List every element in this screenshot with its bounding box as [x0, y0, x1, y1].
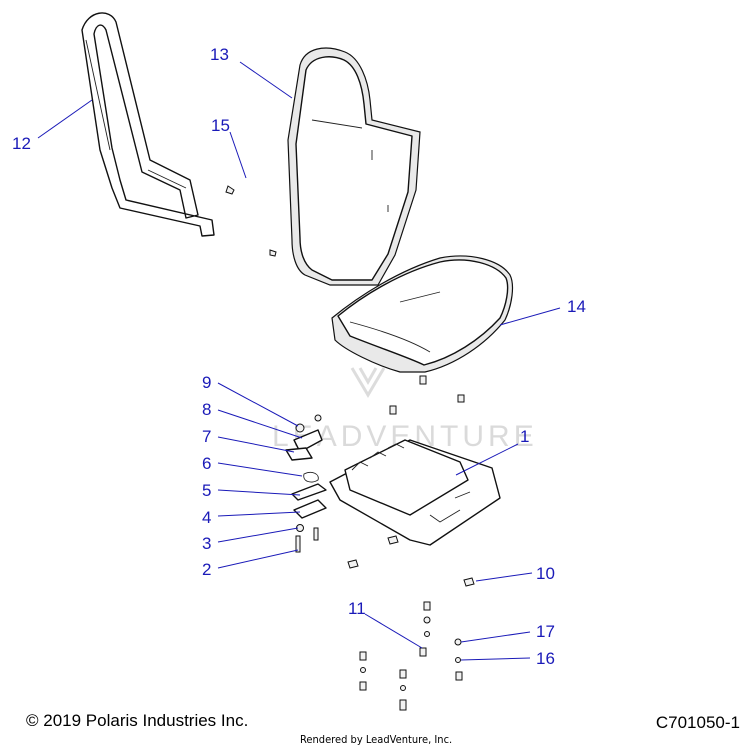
callout-4: 4: [202, 508, 211, 527]
part-14-seat-cushion: [331, 255, 514, 373]
callout-5: 5: [202, 481, 211, 500]
part-10-nut: [463, 577, 475, 587]
rendered-by-credit: Rendered by LeadVenture, Inc.: [300, 733, 453, 746]
part-1-seat-base: [329, 439, 501, 546]
part-6-spring: [303, 471, 319, 483]
part-17-washer: [454, 638, 462, 646]
copyright-notice: © 2019 Polaris Industries Inc.: [26, 711, 249, 730]
part-5-plate: [291, 483, 327, 501]
callout-12: 12: [12, 134, 31, 153]
callout-17: 17: [536, 622, 555, 641]
callout-9: 9: [202, 373, 211, 392]
part-13-seat-back: [287, 47, 421, 286]
callout-2: 2: [202, 560, 211, 579]
leader-lines: [37, 61, 561, 661]
callout-10: 10: [536, 564, 555, 583]
hardware-items: [225, 185, 475, 711]
callout-7: 7: [202, 427, 211, 446]
callout-16: 16: [536, 649, 555, 668]
part-12-frame: [81, 12, 215, 237]
part-7-lever: [285, 447, 313, 461]
callout-11: 11: [348, 599, 366, 618]
drawing-code: C701050-1: [655, 713, 740, 732]
part-11-bolt: [419, 647, 427, 657]
part-2-bolt: [295, 535, 301, 553]
callout-13: 13: [210, 45, 229, 64]
callout-labels: 1 2 3 4 5 6 7 8 9 10 11 12 13 14 15 16 1…: [12, 45, 586, 668]
part-8-latch: [293, 429, 323, 453]
callout-6: 6: [202, 454, 211, 473]
part-16-nut: [455, 657, 461, 663]
callout-8: 8: [202, 400, 211, 419]
callout-14: 14: [567, 297, 586, 316]
part-15-bracket: [225, 185, 235, 195]
callout-3: 3: [202, 534, 211, 553]
watermark-logo-icon: [350, 367, 386, 398]
callout-15: 15: [211, 116, 230, 135]
part-4-plate: [293, 499, 327, 519]
callout-1: 1: [520, 427, 529, 446]
